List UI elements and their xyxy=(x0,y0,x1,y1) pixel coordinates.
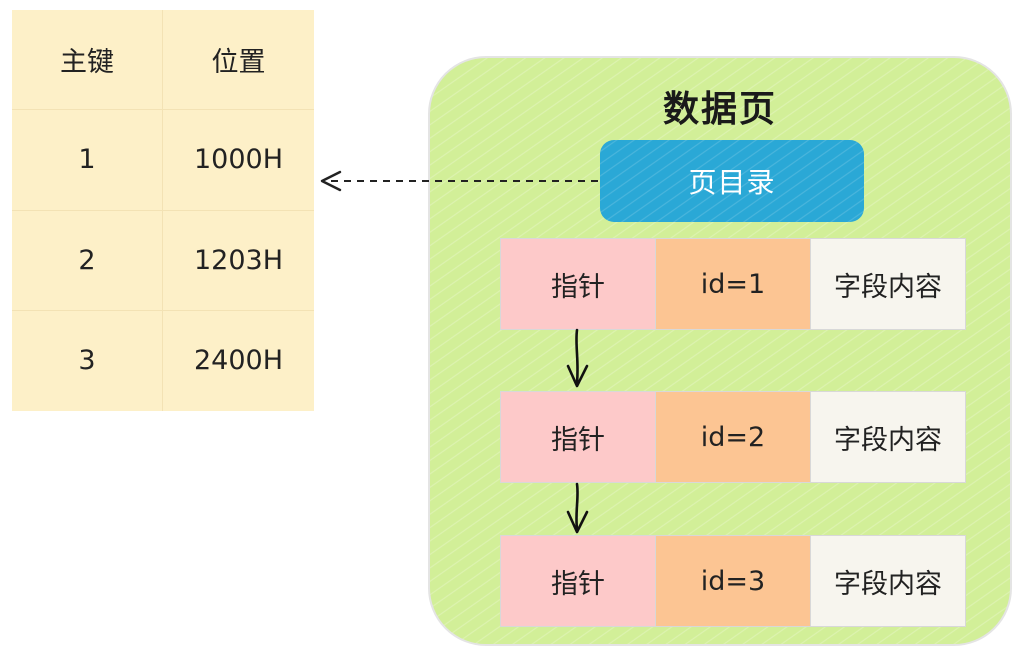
directory-header-primary-key: 主键 xyxy=(12,10,163,111)
record-row: 指针 id=3 字段内容 xyxy=(500,535,966,627)
directory-table: 主键 位置 1 1000H 2 1203H 3 2400H xyxy=(12,10,314,411)
directory-cell-position: 1000H xyxy=(163,110,314,211)
data-page-title: 数据页 xyxy=(662,89,777,130)
directory-cell-key: 1 xyxy=(12,110,163,211)
directory-header-position: 位置 xyxy=(163,10,314,111)
record-pointer: 指针 xyxy=(501,536,656,626)
page-directory-box: 页目录 xyxy=(600,140,864,222)
record-row: 指针 id=2 字段内容 xyxy=(500,391,966,483)
record-pointer: 指针 xyxy=(501,392,656,482)
record-content: 字段内容 xyxy=(811,536,965,626)
record-row: 指针 id=1 字段内容 xyxy=(500,238,966,330)
directory-cell-position: 2400H xyxy=(193,345,283,377)
record-content: 字段内容 xyxy=(811,392,965,482)
record-id: id=1 xyxy=(656,239,811,329)
record-id: id=2 xyxy=(656,392,811,482)
directory-cell-position: 1203H xyxy=(163,211,314,311)
directory-cell-key: 2 xyxy=(12,210,163,311)
directory-cell-key: 3 xyxy=(12,310,163,411)
record-id: id=3 xyxy=(656,536,811,626)
record-content: 字段内容 xyxy=(811,239,965,329)
record-pointer: 指针 xyxy=(501,239,656,329)
